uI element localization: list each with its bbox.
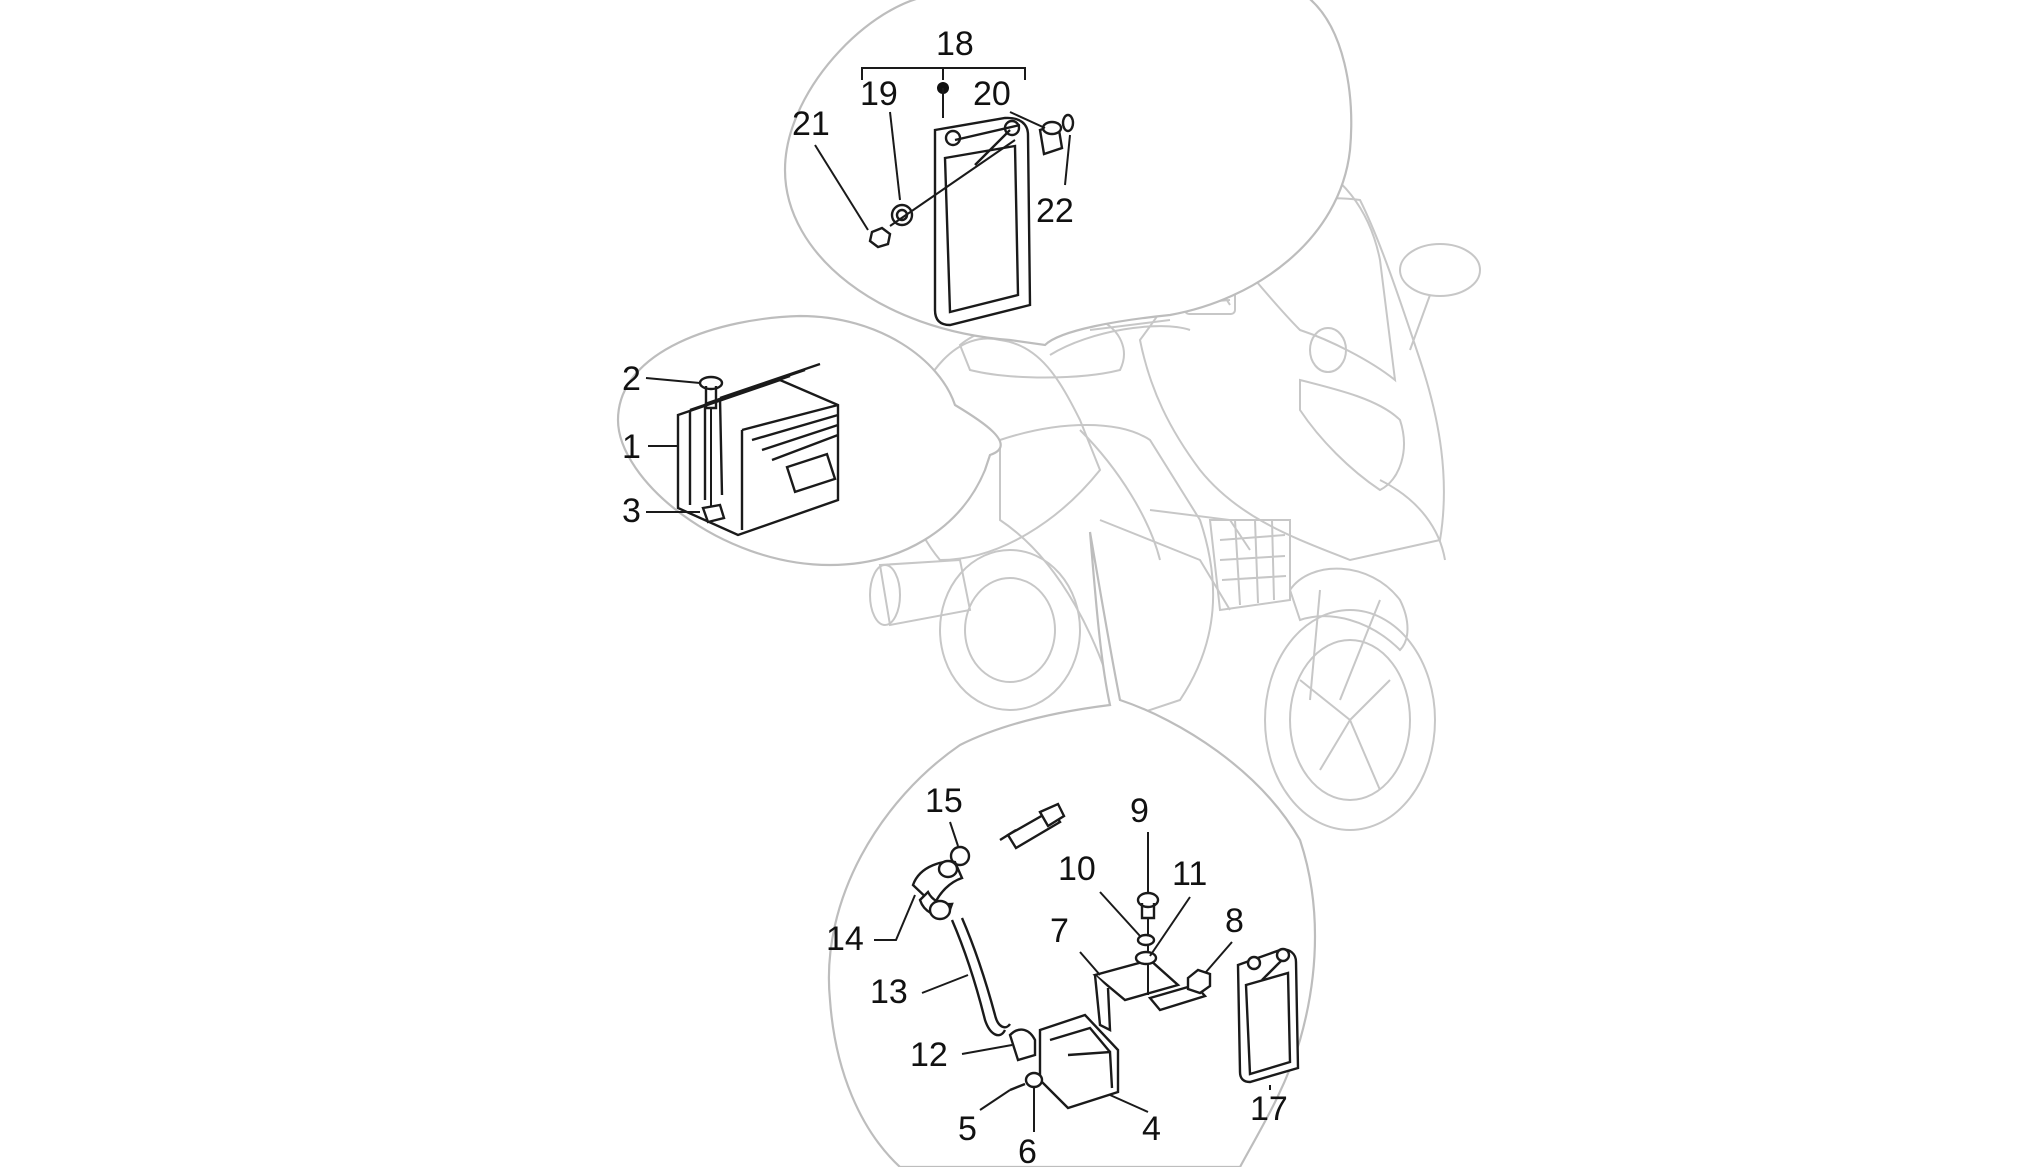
left-part-regulator xyxy=(676,362,840,537)
bubble-top xyxy=(783,0,1353,347)
callout-20: 20 xyxy=(973,75,1011,113)
top-part-cdi xyxy=(861,67,1075,327)
callout-18: 18 xyxy=(936,25,974,63)
callout-9: 9 xyxy=(1130,792,1149,830)
callout-22: 22 xyxy=(1036,192,1074,230)
callout-3: 3 xyxy=(622,492,641,530)
callout-19: 19 xyxy=(860,75,898,113)
callout-6: 6 xyxy=(1018,1133,1037,1167)
callout-1: 1 xyxy=(622,428,641,466)
callout-7: 7 xyxy=(1050,912,1069,950)
callout-2: 2 xyxy=(622,360,641,398)
callout-15: 15 xyxy=(925,782,963,820)
callout-11: 11 xyxy=(1172,855,1207,893)
bottom-parts xyxy=(911,802,1300,1110)
callout-13: 13 xyxy=(870,973,908,1011)
callout-4: 4 xyxy=(1142,1110,1161,1148)
callout-8: 8 xyxy=(1225,902,1244,940)
callout-10: 10 xyxy=(1058,850,1096,888)
callout-12: 12 xyxy=(910,1036,948,1074)
callout-14: 14 xyxy=(826,920,864,958)
callout-21: 21 xyxy=(792,105,830,143)
callout-17: 17 xyxy=(1250,1090,1288,1128)
callout-5: 5 xyxy=(958,1110,977,1148)
